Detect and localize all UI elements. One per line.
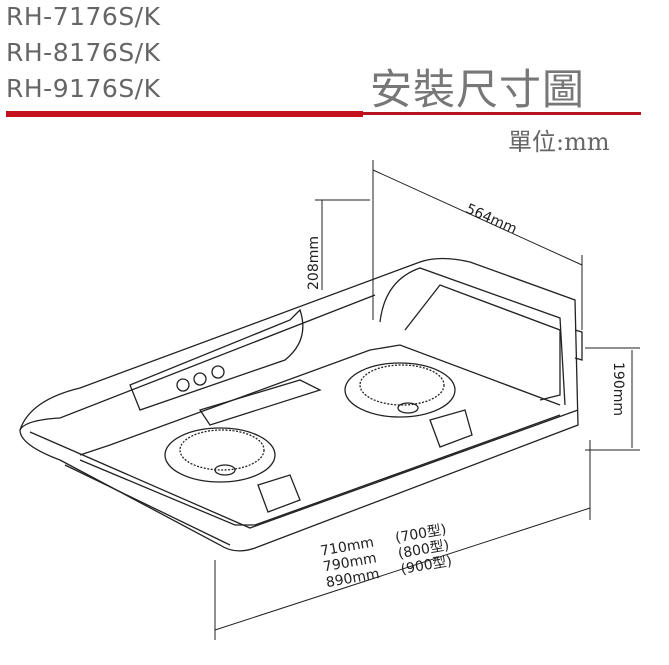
model-name: RH-9176S/K [6, 74, 161, 103]
model-name: RH-8176S/K [6, 38, 161, 67]
back-height-dimension: 208mm [306, 236, 322, 290]
title-divider [6, 111, 363, 117]
page-title: 安裝尺寸圖 [370, 65, 586, 114]
depth-dimension: 564mm [463, 201, 519, 238]
burner-right [344, 362, 473, 448]
title-divider-thin [363, 112, 641, 115]
hood-outline [19, 257, 583, 552]
unit-label: 單位:mm [508, 128, 610, 156]
front-height-dimension: 190mm [610, 362, 626, 416]
dimension-lines [214, 160, 640, 640]
model-name: RH-7176S/K [6, 2, 161, 31]
control-knobs [176, 365, 225, 392]
burner-left [164, 427, 301, 513]
